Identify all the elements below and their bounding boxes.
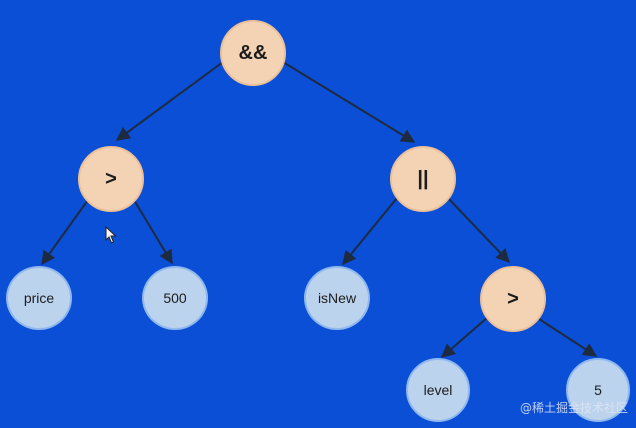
edge-or-gt2: [447, 197, 510, 264]
node-price-operand: price: [6, 266, 72, 330]
node-500-operand: 500: [142, 266, 208, 330]
edge-gt2-5: [535, 316, 598, 357]
edge-gt1-500: [133, 199, 173, 265]
edge-and-or: [282, 61, 416, 143]
node-level-operand: level: [406, 358, 470, 422]
node-label: &&: [238, 41, 268, 64]
watermark: @稀土掘金技术社区: [519, 401, 628, 415]
edge-gt2-level: [440, 316, 489, 358]
edge-gt1-price: [41, 199, 89, 266]
mouse-pointer-icon: [105, 226, 117, 244]
node-label: >: [507, 287, 519, 310]
node-label: ||: [417, 167, 429, 190]
node-5-operand: 5: [566, 358, 630, 422]
node-and-operator: &&: [220, 20, 286, 86]
node-label: 500: [163, 290, 187, 306]
node-isnew-operand: isNew: [304, 266, 370, 330]
edge-and-gt1: [115, 61, 224, 141]
node-label: isNew: [317, 290, 357, 306]
node-label: level: [423, 382, 453, 398]
node-label: >: [105, 167, 117, 190]
edge-or-isnew: [342, 197, 398, 266]
node-or-operator: ||: [390, 146, 456, 212]
node-label: price: [23, 290, 55, 306]
node-greater-than-operator: >: [78, 146, 144, 212]
node-greater-than-operator: >: [480, 266, 546, 332]
node-label: 5: [594, 382, 602, 398]
